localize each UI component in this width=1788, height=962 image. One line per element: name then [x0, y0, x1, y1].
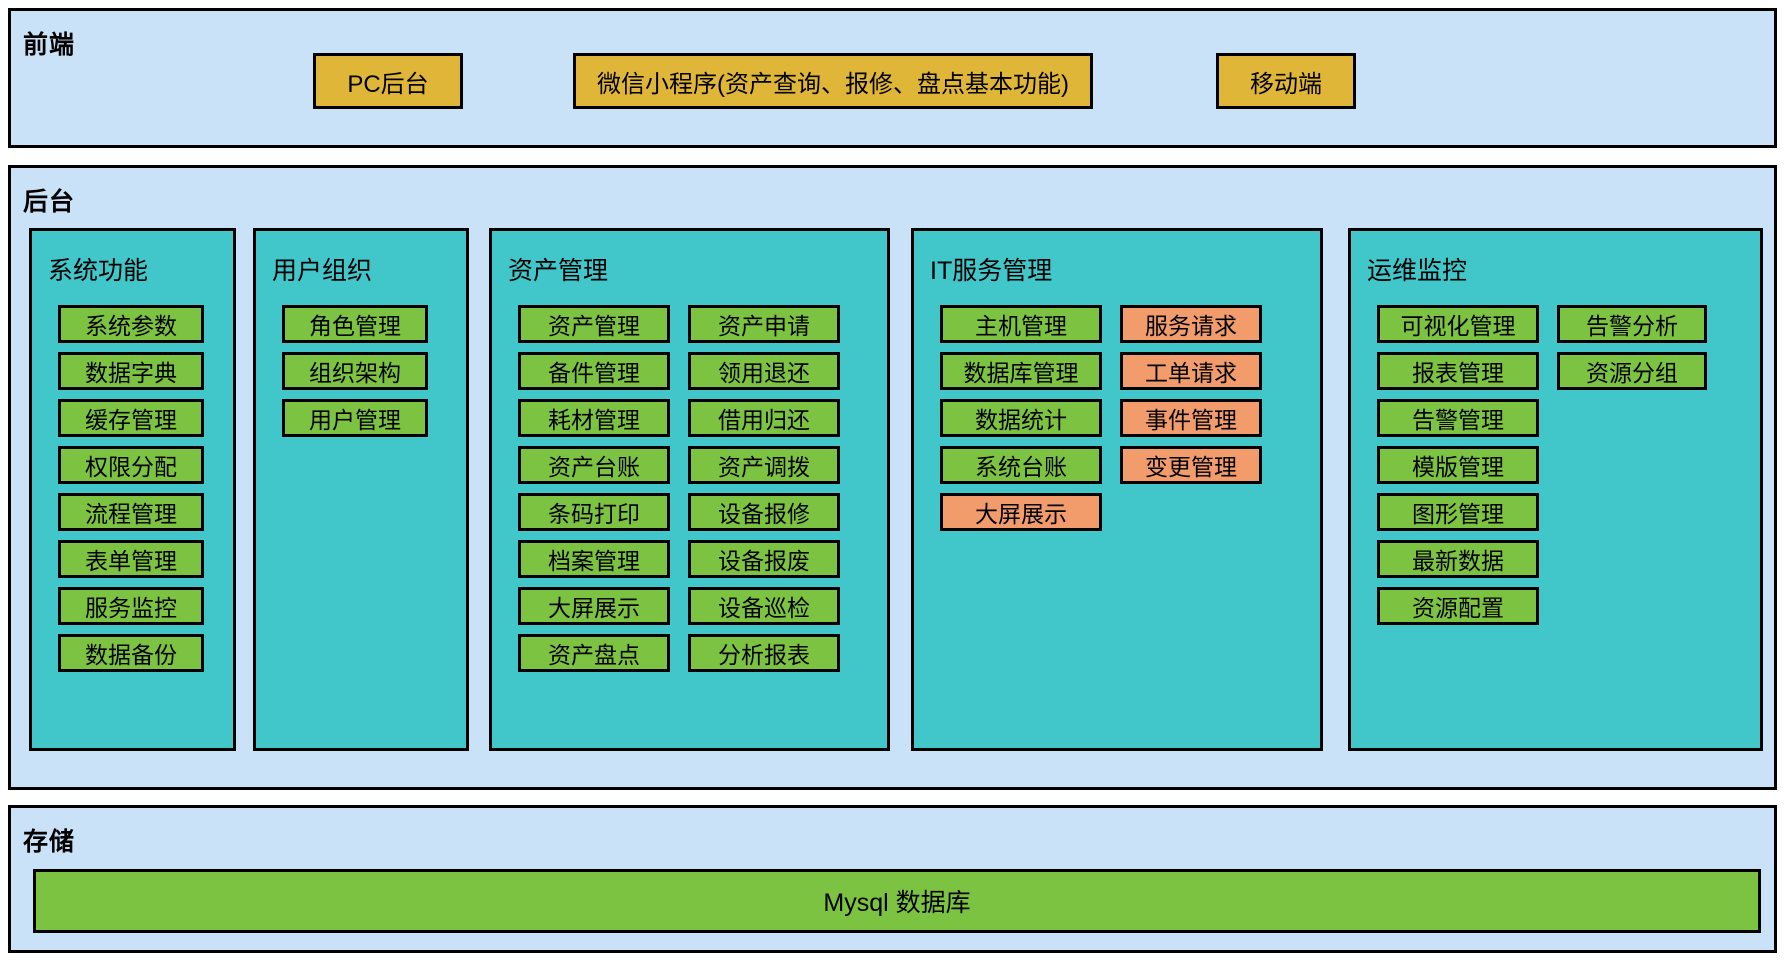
backend-section: 后台 系统功能系统参数数据字典缓存管理权限分配流程管理表单管理服务监控数据备份用…	[8, 165, 1777, 790]
backend-panel-2: 资产管理资产管理备件管理耗材管理资产台账条码打印档案管理大屏展示资产盘点资产申请…	[489, 228, 890, 751]
module-box: 图形管理	[1377, 493, 1539, 531]
backend-panel-1: 用户组织角色管理组织架构用户管理	[253, 228, 469, 751]
panel-column: 系统参数数据字典缓存管理权限分配流程管理表单管理服务监控数据备份	[58, 305, 204, 672]
module-box: 资产调拨	[688, 446, 840, 484]
module-box: 设备巡检	[688, 587, 840, 625]
panel-title: 运维监控	[1367, 257, 1468, 285]
module-box: 报表管理	[1377, 352, 1539, 390]
storage-section-label: 存储	[23, 828, 76, 856]
module-box: 缓存管理	[58, 399, 204, 437]
module-box: 设备报废	[688, 540, 840, 578]
module-box: 资产申请	[688, 305, 840, 343]
panel-title: 用户组织	[272, 257, 373, 285]
frontend-box-wechat-miniprogram: 微信小程序(资产查询、报修、盘点基本功能)	[573, 53, 1093, 109]
module-box: 领用退还	[688, 352, 840, 390]
module-box: 资源分组	[1557, 352, 1707, 390]
module-box: 数据字典	[58, 352, 204, 390]
panel-title: IT服务管理	[930, 257, 1053, 285]
panel-column: 资产管理备件管理耗材管理资产台账条码打印档案管理大屏展示资产盘点	[518, 305, 670, 672]
module-box: 大屏展示	[518, 587, 670, 625]
frontend-section-label: 前端	[23, 31, 76, 59]
module-box: 模版管理	[1377, 446, 1539, 484]
module-box: 数据统计	[940, 399, 1102, 437]
mysql-database-bar: Mysql 数据库	[33, 869, 1761, 933]
module-box: 流程管理	[58, 493, 204, 531]
module-box: 系统参数	[58, 305, 204, 343]
frontend-box-pc-backend: PC后台	[313, 53, 463, 109]
module-box: 数据备份	[58, 634, 204, 672]
backend-section-label: 后台	[23, 188, 76, 216]
module-box: 条码打印	[518, 493, 670, 531]
frontend-section: 前端 PC后台 微信小程序(资产查询、报修、盘点基本功能) 移动端	[8, 8, 1777, 148]
frontend-box-mobile: 移动端	[1216, 53, 1356, 109]
module-box: 数据库管理	[940, 352, 1102, 390]
panel-column: 资产申请领用退还借用归还资产调拨设备报修设备报废设备巡检分析报表	[688, 305, 840, 672]
panel-column: 可视化管理报表管理告警管理模版管理图形管理最新数据资源配置	[1377, 305, 1539, 625]
module-box: 角色管理	[282, 305, 428, 343]
module-box: 资产管理	[518, 305, 670, 343]
module-box: 服务请求	[1120, 305, 1262, 343]
module-box: 最新数据	[1377, 540, 1539, 578]
backend-panel-0: 系统功能系统参数数据字典缓存管理权限分配流程管理表单管理服务监控数据备份	[29, 228, 236, 751]
module-box: 用户管理	[282, 399, 428, 437]
module-box: 组织架构	[282, 352, 428, 390]
module-box: 资源配置	[1377, 587, 1539, 625]
module-box: 大屏展示	[940, 493, 1102, 531]
module-box: 可视化管理	[1377, 305, 1539, 343]
module-box: 借用归还	[688, 399, 840, 437]
panel-column: 主机管理数据库管理数据统计系统台账大屏展示	[940, 305, 1102, 531]
module-box: 耗材管理	[518, 399, 670, 437]
module-box: 档案管理	[518, 540, 670, 578]
module-box: 工单请求	[1120, 352, 1262, 390]
panel-column: 告警分析资源分组	[1557, 305, 1707, 625]
module-box: 服务监控	[58, 587, 204, 625]
backend-panel-3: IT服务管理主机管理数据库管理数据统计系统台账大屏展示服务请求工单请求事件管理变…	[911, 228, 1323, 751]
panel-title: 资产管理	[508, 257, 609, 285]
module-box: 告警管理	[1377, 399, 1539, 437]
module-box: 主机管理	[940, 305, 1102, 343]
module-box: 分析报表	[688, 634, 840, 672]
panel-column: 服务请求工单请求事件管理变更管理	[1120, 305, 1262, 531]
storage-section: 存储 Mysql 数据库	[8, 805, 1777, 953]
module-box: 资产台账	[518, 446, 670, 484]
module-box: 事件管理	[1120, 399, 1262, 437]
module-box: 权限分配	[58, 446, 204, 484]
module-box: 设备报修	[688, 493, 840, 531]
panel-title: 系统功能	[48, 257, 149, 285]
module-box: 变更管理	[1120, 446, 1262, 484]
module-box: 备件管理	[518, 352, 670, 390]
module-box: 告警分析	[1557, 305, 1707, 343]
backend-panel-4: 运维监控可视化管理报表管理告警管理模版管理图形管理最新数据资源配置告警分析资源分…	[1348, 228, 1763, 751]
module-box: 资产盘点	[518, 634, 670, 672]
panel-column: 角色管理组织架构用户管理	[282, 305, 428, 437]
module-box: 表单管理	[58, 540, 204, 578]
module-box: 系统台账	[940, 446, 1102, 484]
